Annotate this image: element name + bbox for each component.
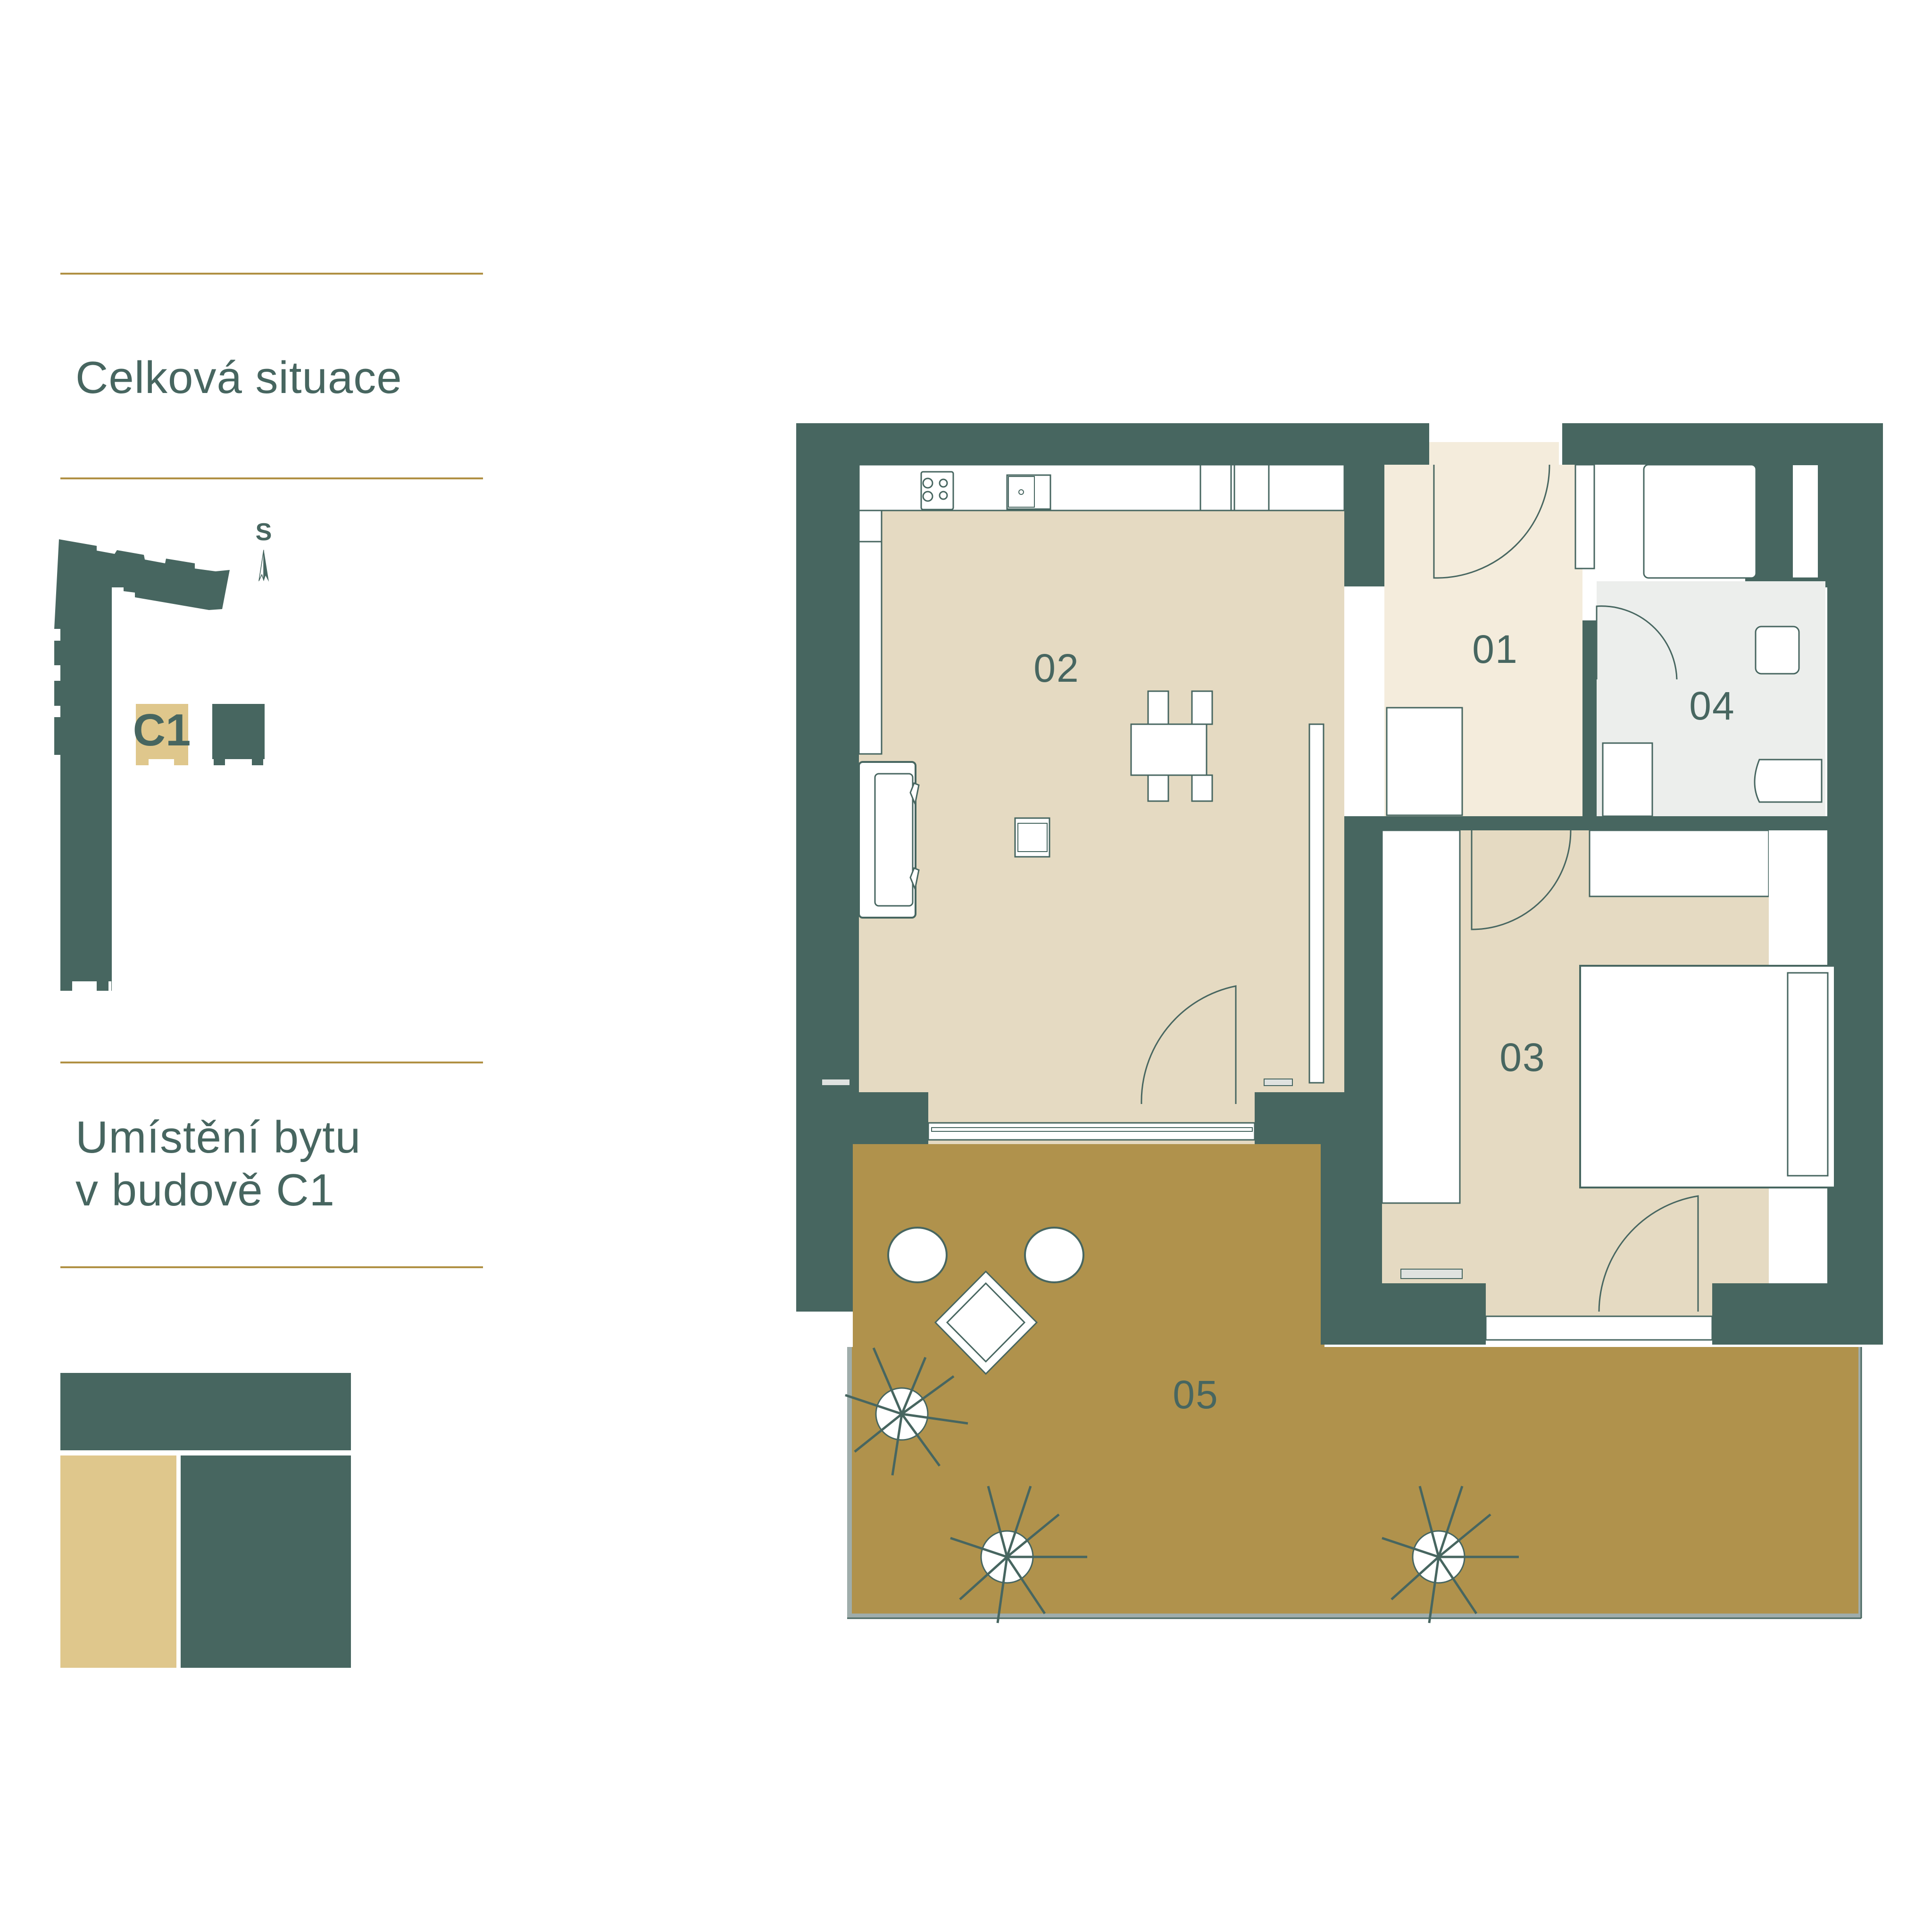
section-title-location: Umístění bytu v budově C1 xyxy=(75,1112,361,1215)
room-03-bedroom: 03 xyxy=(1381,829,1836,1341)
wardrobe-icon xyxy=(1381,829,1461,1204)
svg-text:S: S xyxy=(256,519,272,546)
svg-text:C1: C1 xyxy=(133,705,191,755)
cooktop-icon xyxy=(920,471,954,510)
location-block-top xyxy=(60,1373,351,1450)
radiator-icon xyxy=(821,1079,850,1086)
room-02-living-kitchen: 02 xyxy=(821,464,1345,1144)
armchair-icon xyxy=(887,1227,948,1283)
divider-line xyxy=(60,273,483,275)
sofa-icon xyxy=(858,761,920,919)
site-map: C1 S xyxy=(54,519,272,991)
location-block-other-unit xyxy=(181,1455,351,1668)
terrace-furniture: 05 xyxy=(845,1227,1519,1623)
door-swing-icon xyxy=(1141,985,1237,1104)
room-label-03: 03 xyxy=(1499,1035,1545,1079)
terrace-table-icon xyxy=(934,1270,1038,1375)
wardrobe-icon xyxy=(1386,707,1463,816)
room-01-hall: 01 xyxy=(1384,423,1595,816)
window-icon xyxy=(1485,1315,1713,1341)
plant-icon xyxy=(845,1347,968,1476)
divider-line xyxy=(60,1266,483,1268)
room-label-04: 04 xyxy=(1689,684,1735,728)
toilet-icon xyxy=(1754,759,1823,803)
sideboard-icon xyxy=(1308,723,1324,1084)
radiator-icon xyxy=(1264,1079,1293,1086)
compass-icon: S xyxy=(256,519,272,582)
room-label-05: 05 xyxy=(1173,1372,1218,1417)
plant-icon xyxy=(1382,1486,1519,1623)
divider-line xyxy=(60,1062,483,1063)
bed-icon xyxy=(1579,965,1836,1188)
location-block-highlighted-unit xyxy=(60,1455,176,1668)
building-l-shape xyxy=(54,539,230,991)
room-05-terrace xyxy=(847,1143,1862,1619)
armchair-icon xyxy=(1024,1227,1084,1283)
building-c1: C1 xyxy=(133,704,191,765)
entrance-door-icon xyxy=(1433,464,1550,579)
shower-icon xyxy=(1643,464,1757,579)
room-label-01: 01 xyxy=(1472,627,1518,671)
room-label-02: 02 xyxy=(1033,646,1079,690)
dining-table-icon xyxy=(1130,690,1213,802)
washing-machine-icon xyxy=(1602,742,1653,817)
radiator-icon xyxy=(1400,1269,1463,1279)
washbasin-icon xyxy=(1755,626,1800,675)
section-title-overall: Celková situace xyxy=(75,352,402,403)
apartment-location-diagram xyxy=(60,1373,353,1670)
plant-icon xyxy=(950,1486,1087,1623)
building-other xyxy=(212,704,265,765)
sidebar: Celková situace C1 S Umístění bytu v b xyxy=(0,0,519,1932)
kitchen-sink-icon xyxy=(1006,474,1051,510)
walls xyxy=(796,423,1883,1345)
room-04-bathroom: 04 xyxy=(1596,464,1825,817)
divider-line xyxy=(60,477,483,479)
